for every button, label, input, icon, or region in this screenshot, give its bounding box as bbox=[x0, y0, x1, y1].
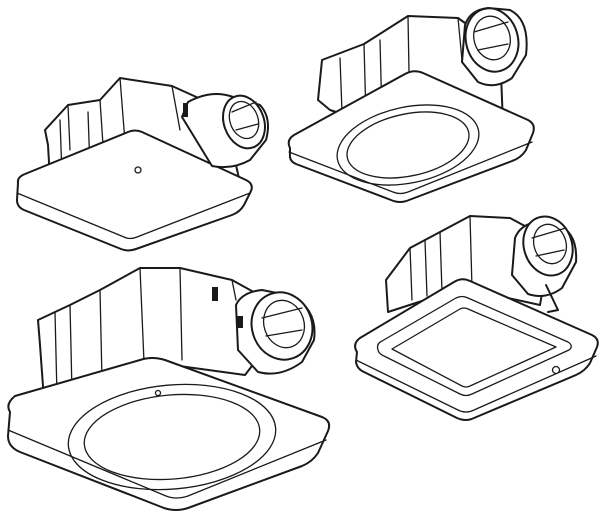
fan-a-grille-edge bbox=[16, 192, 251, 240]
fan-b-round-recess-outer bbox=[336, 104, 480, 186]
fan-b-duct-collar bbox=[461, 7, 528, 87]
fan-a-indicator bbox=[134, 166, 142, 174]
fan-d-inset-panel-inner bbox=[391, 307, 557, 388]
fan-c-grille-edge bbox=[7, 429, 327, 499]
exhaust-fan-b bbox=[287, 7, 535, 203]
exhaust-fan-d bbox=[354, 215, 599, 421]
fan-d-indicator bbox=[551, 365, 561, 375]
fan-d-inset-panel-outer bbox=[376, 295, 572, 397]
fan-b-grille-edge bbox=[288, 141, 533, 195]
fan-c-clip bbox=[212, 287, 218, 301]
fan-c-housing-lines bbox=[54, 267, 237, 397]
exhaust-fan-a bbox=[16, 77, 269, 252]
exhaust-fan-c bbox=[7, 267, 331, 511]
fan-c-duct-collar bbox=[235, 289, 316, 375]
fan-d-housing-lines bbox=[409, 215, 473, 301]
fan-c-round-recess-outer bbox=[67, 383, 277, 491]
fan-a-housing-lines bbox=[59, 77, 181, 176]
fan-a-grille bbox=[16, 129, 253, 252]
fan-a-duct-collar bbox=[181, 93, 269, 169]
fan-c-indicator bbox=[154, 389, 162, 397]
fan-c-round-recess-inner bbox=[83, 393, 261, 481]
fan-b-grille bbox=[287, 70, 535, 203]
fan-d-grille-edge bbox=[355, 355, 597, 413]
fan-d-grille bbox=[354, 278, 599, 421]
fan-b-round-recess-inner bbox=[346, 111, 470, 179]
fan-d-duct-collar bbox=[511, 215, 578, 313]
